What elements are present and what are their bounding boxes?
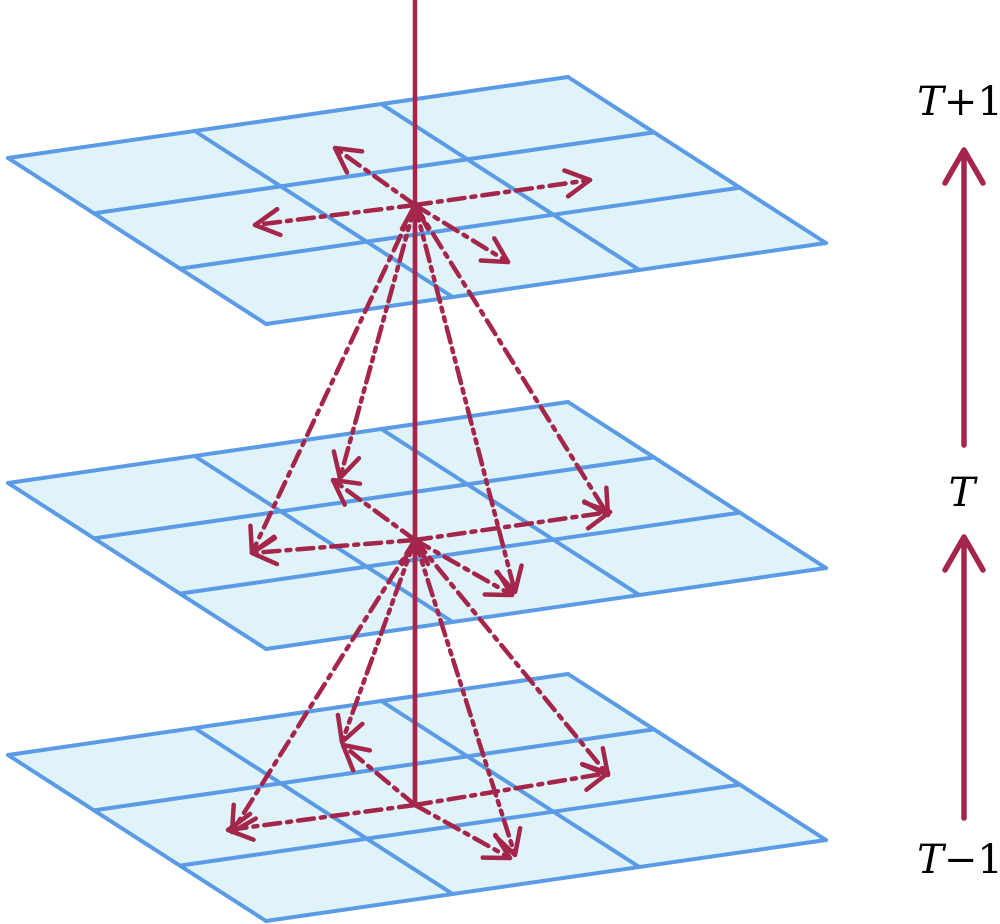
grid-line [6,481,268,651]
temporal-arrow-top-to-mid-front [412,202,524,595]
spatial-arrow-bot-right [412,761,611,808]
spatial-arrow-mid-back [330,477,418,543]
grid-line [264,566,828,651]
spatial-arrow-mid-right [412,500,613,543]
time-label-previous: T−1 [917,837,1000,883]
grid-line [379,699,642,869]
spatial-arrow-bot-back [340,742,418,808]
grid-line [379,102,642,272]
grid-line [379,427,642,597]
grid-line [264,241,828,326]
grid-line [264,838,828,923]
grid-line [6,672,570,757]
temporal-arrow-top-to-mid-back [331,202,418,481]
spatial-arrow-mid-left [249,535,418,567]
temporal-arrow-mid-to-bot-back [335,537,418,745]
temporal-arrow-top-to-mid-left [248,202,418,556]
spatial-arrow-top-right [412,168,593,208]
grid-line [566,400,828,570]
temporal-arrow-top-to-mid-right [412,202,611,518]
time-arrow-lower [942,534,986,821]
spatial-arrow-top-left [252,202,418,238]
grid-line [178,510,742,596]
grid-line [92,130,656,216]
time-arrow-upper [942,147,986,448]
spatial-arrow-top-back [332,145,418,208]
time-label-next: T+1 [917,79,1000,125]
dependency-arrows [225,0,613,861]
spatial-arrow-bot-left [225,802,418,842]
temporal-arrow-mid-to-bot-front [412,537,523,858]
grid-line [178,782,742,868]
grid-line [6,400,570,485]
temporal-arrow-mid-to-bot-left [229,537,418,835]
grid-line [92,455,656,541]
grid-line [192,129,455,299]
grid-line [192,726,455,896]
grid-line [6,753,268,923]
grid-line [92,727,656,813]
grid-line [178,185,742,271]
grid-line [566,75,828,245]
time-axis: T+1 T T−1 [917,79,1000,883]
grid-line [6,75,570,160]
spatial-arrow-top-front [412,202,511,265]
grid-line [566,672,828,842]
grid-line [192,454,455,624]
grid-line [6,156,268,326]
temporal-arrow-mid-to-bot-right [412,537,611,778]
time-label-current: T [949,470,979,516]
